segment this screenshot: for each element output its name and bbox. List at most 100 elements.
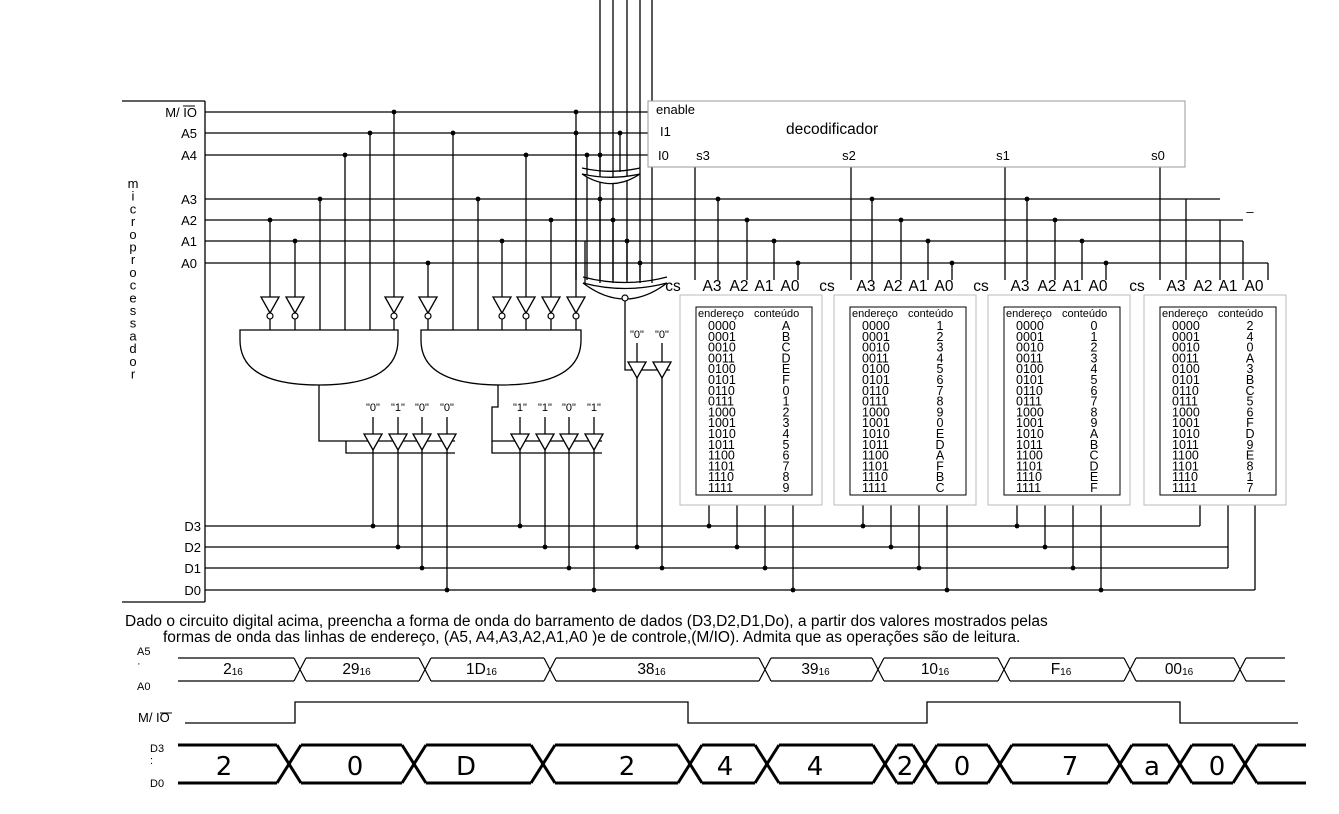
memory-header-data: conteúdo (1062, 308, 1107, 320)
micro-title-letter: p (129, 240, 136, 255)
question-line-1: Dado o circuito digital acima, preencha … (125, 613, 1048, 630)
tristate-mid (558, 433, 580, 452)
pin-label-d1: D1 (184, 561, 201, 576)
pin-label-mio: M/ IO (165, 105, 197, 120)
junction-dot (566, 565, 572, 571)
addr-label-bottom: A0 (137, 681, 150, 693)
xor-gate-upper-back (581, 167, 641, 172)
decoder-box (647, 100, 1186, 168)
memory-address-cell: 0110 (1016, 384, 1043, 398)
data-wave-cross (1166, 744, 1194, 784)
memory-data-cell: 9 (1091, 416, 1098, 430)
memory-address-cell: 1110 (708, 470, 734, 484)
memory-pin-cs: cs (973, 278, 989, 295)
memory-data-cell: 7 (783, 459, 790, 473)
memory-address-cell: 1011 (708, 438, 735, 452)
memory-data-cell: F (782, 373, 790, 387)
memory-address-cell: 0010 (862, 341, 890, 355)
memory-header-address: endereço (1162, 308, 1208, 320)
decoder-output-s0: s0 (1151, 148, 1165, 163)
tristate-right (651, 361, 673, 380)
memory-data-cell: 1 (1091, 330, 1098, 344)
memory-address-cell: 0111 (1016, 395, 1042, 409)
memory-address-cell: 0000 (708, 319, 736, 333)
data-wave-cross (400, 744, 428, 784)
junction-dot (573, 130, 579, 136)
junction-dot (367, 130, 373, 136)
data-answer-handwritten: 0 (954, 752, 971, 782)
micro-title-letter: a (129, 328, 137, 343)
junction-dot (1014, 523, 1020, 529)
junction-dot (450, 130, 456, 136)
inverter (284, 296, 306, 315)
data-wave-cross (676, 744, 704, 784)
junction-dot (597, 196, 603, 202)
memory-data-cell: 4 (783, 427, 790, 441)
memory-data-cell: 7 (937, 384, 944, 398)
memory-data-cell: B (782, 330, 790, 344)
or-lower-bubble (621, 294, 629, 302)
memory-data-cell: 2 (783, 405, 790, 419)
data-answer-handwritten: 4 (807, 752, 824, 782)
data-label-dots: : (150, 755, 153, 767)
memory-data-cell: E (936, 427, 944, 441)
memory-data-cell: 8 (937, 395, 944, 409)
memory-address-cell: 0111 (708, 395, 734, 409)
memory-address-cell: 1101 (1172, 459, 1199, 473)
pin-label-a1: A1 (181, 234, 197, 249)
memory-address-cell: 1111 (1016, 481, 1041, 495)
junction-dot (898, 217, 904, 223)
memory-data-cell: 2 (937, 330, 944, 344)
memory-data-cell: D (1245, 427, 1254, 441)
memory-pin-cs: cs (1129, 278, 1145, 295)
junction-dot (916, 565, 922, 571)
memory-data-cell: C (1245, 384, 1254, 398)
memory-data-cell: E (782, 362, 790, 376)
memory-data-cell: D (935, 438, 944, 452)
inverter (540, 296, 562, 315)
addr-wave-cross (871, 657, 885, 682)
junction-dot (744, 217, 750, 223)
memory-data-cell: 6 (1247, 405, 1254, 419)
micro-title-letter: r (131, 214, 136, 229)
memory-data-cell: 3 (1247, 362, 1254, 376)
memory-data-cell: A (936, 449, 945, 463)
enable-mid-2 (491, 441, 602, 454)
data-answer-handwritten: D (456, 752, 476, 782)
junction-dot (771, 238, 777, 244)
memory-header-data: conteúdo (754, 308, 799, 320)
addr-label-dots: · (137, 658, 141, 670)
memory-data-cell: 0 (1247, 341, 1254, 355)
junction-dot (584, 152, 590, 158)
memory-address-cell: 0011 (862, 351, 889, 365)
pin-label-a2: A2 (181, 213, 197, 228)
pin-label-d3: D3 (184, 519, 201, 534)
memory-data-cell: A (1246, 351, 1255, 365)
junction-dot (624, 238, 630, 244)
memory-address-cell: 0100 (1172, 362, 1200, 376)
memory-address-cell: 0010 (1172, 341, 1200, 355)
memory-address-cell: 0001 (1016, 330, 1044, 344)
memory-address-cell: 0101 (862, 373, 890, 387)
memory-pin-a3: A3 (703, 278, 722, 295)
memory-data-cell: 8 (1091, 405, 1098, 419)
memory-address-cell: 1101 (1016, 459, 1043, 473)
memory-data-cell: 1 (937, 319, 944, 333)
memory-data-cell: 3 (783, 416, 790, 430)
inverter-bubble (424, 312, 432, 320)
memory-address-cell: 1010 (708, 427, 736, 441)
addr-wave-cross (1233, 657, 1247, 682)
junction-dot (795, 260, 801, 266)
memory-data-cell: E (1090, 470, 1098, 484)
micro-title-letter: o (129, 354, 136, 369)
junction-dot (573, 109, 579, 115)
memory-address-cell: 0111 (862, 395, 888, 409)
memory-address-cell: 0111 (1172, 395, 1198, 409)
memory-pin-a1: A1 (755, 278, 774, 295)
tristate-const-left: "0" (366, 402, 380, 414)
memory-address-cell: 0010 (708, 341, 736, 355)
junction-dot (591, 587, 597, 593)
inverter (417, 296, 439, 315)
memory-address-cell: 0000 (1016, 319, 1044, 333)
